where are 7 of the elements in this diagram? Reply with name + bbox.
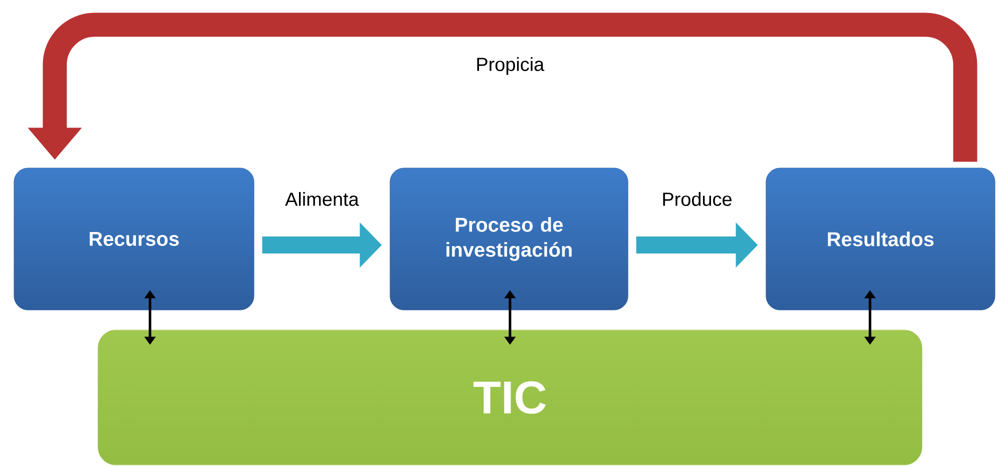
edge-label: Produce <box>663 192 732 206</box>
process-box: Proceso de investigación <box>390 168 628 310</box>
process-box: Resultados <box>766 168 996 310</box>
process-box: Recursos <box>14 168 254 310</box>
edge-label: Propicia <box>477 57 544 75</box>
platform-band: TIC <box>98 330 922 466</box>
edge-label: Alimenta <box>285 192 359 206</box>
